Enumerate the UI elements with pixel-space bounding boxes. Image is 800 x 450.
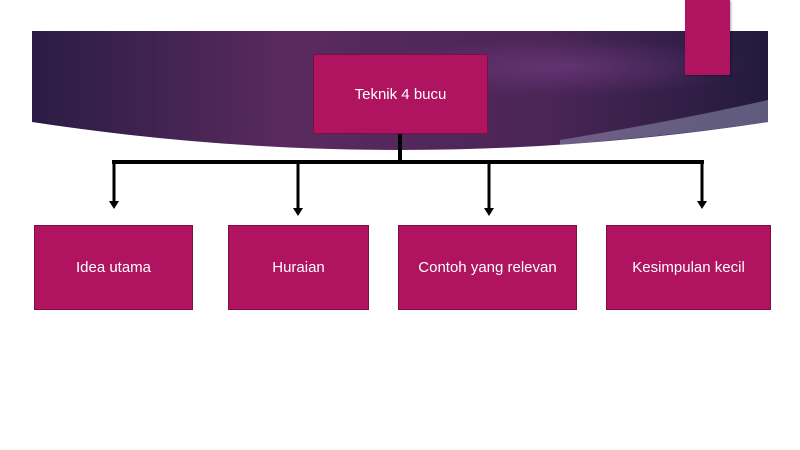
banner-highlight bbox=[560, 100, 768, 145]
child-node-kesimpulan: Kesimpulan kecil bbox=[606, 225, 771, 310]
root-node: Teknik 4 bucu bbox=[313, 54, 488, 134]
child-node-huraian: Huraian bbox=[228, 225, 369, 310]
arrowhead-icon bbox=[109, 201, 119, 209]
child-node-contoh: Contoh yang relevan bbox=[398, 225, 577, 310]
child-node-label: Huraian bbox=[272, 259, 325, 276]
child-node-label: Kesimpulan kecil bbox=[632, 259, 745, 276]
child-node-label: Contoh yang relevan bbox=[418, 259, 557, 276]
child-node-idea-utama: Idea utama bbox=[34, 225, 193, 310]
arrowhead-icon bbox=[484, 208, 494, 216]
arrowhead-icon bbox=[293, 208, 303, 216]
accent-tab bbox=[685, 0, 730, 75]
root-node-label: Teknik 4 bucu bbox=[354, 85, 447, 103]
arrowhead-icon bbox=[697, 201, 707, 209]
child-node-label: Idea utama bbox=[75, 259, 152, 276]
